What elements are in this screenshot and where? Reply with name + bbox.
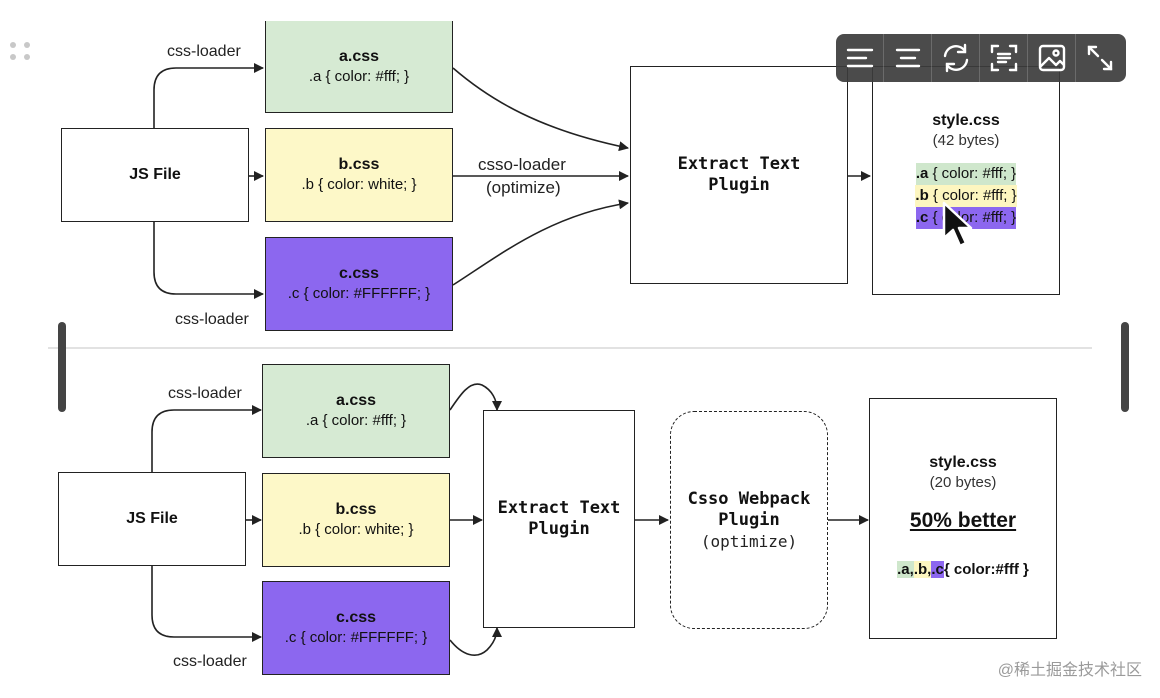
mouse-cursor-icon — [942, 201, 973, 248]
align-center-icon[interactable] — [884, 34, 932, 82]
top-css-loader-label-2: css-loader — [175, 311, 249, 328]
top-output-rest-a: { color: #fff; } — [928, 165, 1017, 182]
bottom-js-file-label: JS File — [126, 510, 178, 527]
top-output-size: (42 bytes) — [932, 132, 1000, 149]
bottom-csso-line3: (optimize) — [700, 531, 798, 551]
bottom-output-sel-a: .a, — [897, 561, 914, 578]
bottom-extract-line1: Extract Text — [497, 498, 621, 518]
right-resize-handle[interactable] — [1121, 322, 1129, 412]
top-b-css-box: b.css .b { color: white; } — [265, 128, 453, 222]
top-csso-optimize-label: (optimize) — [486, 178, 561, 197]
bottom-output-size: (20 bytes) — [929, 474, 997, 491]
top-c-css-title: c.css — [338, 265, 380, 282]
bottom-c-css-title: c.css — [335, 609, 377, 626]
top-js-file-box: JS File — [61, 128, 249, 222]
top-b-css-rule: .b { color: white; } — [301, 176, 417, 193]
top-extract-line2: Plugin — [708, 175, 770, 195]
top-output-sel-c: .c — [915, 209, 929, 226]
watermark: @稀土掘金技术社区 — [997, 662, 1142, 679]
top-a-css-box: a.css .a { color: #fff; } — [265, 21, 453, 113]
bottom-b-css-rule: .b { color: white; } — [298, 521, 414, 538]
bottom-style-css-output-box: style.css (20 bytes) 50% better .a,.b,.c… — [869, 398, 1057, 639]
bottom-c-css-box: c.css .c { color: #FFFFFF; } — [262, 581, 450, 675]
top-a-css-title: a.css — [338, 47, 380, 65]
drag-handle-icon[interactable] — [8, 40, 34, 64]
bottom-output-sel-c: .c — [931, 561, 944, 578]
bottom-css-loader-label-1: css-loader — [168, 385, 242, 402]
bottom-csso-line2: Plugin — [718, 509, 780, 530]
top-a-css-rule: .a { color: #fff; } — [308, 67, 410, 85]
top-extract-text-plugin-box: Extract Text Plugin — [630, 66, 848, 284]
top-css-loader-label-1: css-loader — [167, 43, 241, 60]
top-c-css-rule: .c { color: #FFFFFF; } — [287, 285, 431, 302]
bottom-csso-webpack-plugin-box: Csso Webpack Plugin (optimize) — [670, 411, 828, 629]
fullscreen-icon[interactable] — [1076, 34, 1124, 82]
bottom-c-css-rule: .c { color: #FFFFFF; } — [284, 629, 428, 646]
top-extract-line1: Extract Text — [677, 154, 801, 174]
bottom-a-css-box: a.css .a { color: #fff; } — [262, 364, 450, 458]
bottom-css-loader-label-2: css-loader — [173, 653, 247, 670]
bottom-b-css-title: b.css — [335, 501, 377, 518]
top-output-title: style.css — [932, 112, 1000, 129]
bottom-b-css-box: b.css .b { color: white; } — [262, 473, 450, 567]
align-left-icon[interactable] — [836, 34, 884, 82]
bottom-output-rule-rest: { color:#fff } — [943, 561, 1029, 578]
image-toolbar — [836, 34, 1126, 82]
top-output-sel-b: .b — [915, 187, 929, 204]
bottom-output-title: style.css — [929, 454, 997, 471]
bottom-js-file-box: JS File — [58, 472, 246, 566]
bottom-csso-line1: Csso Webpack — [687, 488, 811, 509]
top-output-rest-b: { color: #fff; } — [928, 187, 1017, 204]
bottom-extract-line2: Plugin — [528, 519, 590, 539]
rotate-icon[interactable] — [932, 34, 980, 82]
bottom-a-css-title: a.css — [335, 392, 377, 409]
top-js-file-label: JS File — [129, 166, 181, 183]
bottom-extract-text-plugin-box: Extract Text Plugin — [483, 410, 635, 628]
top-output-sel-a: .a — [915, 165, 929, 182]
top-b-css-title: b.css — [338, 156, 380, 173]
top-output-line-b: .b { color: #fff; } — [915, 185, 1017, 207]
bottom-a-css-rule: .a { color: #fff; } — [305, 412, 407, 429]
bottom-output-rule: .a,.b,.c{ color:#fff } — [897, 559, 1029, 581]
top-output-line-a: .a { color: #fff; } — [915, 163, 1017, 185]
top-csso-loader-label: csso-loader — [478, 155, 566, 174]
top-style-css-output-box: style.css (42 bytes) .a { color: #fff; }… — [872, 66, 1060, 295]
scan-text-icon[interactable] — [980, 34, 1028, 82]
top-c-css-box: c.css .c { color: #FFFFFF; } — [265, 237, 453, 331]
bottom-output-sel-b: .b, — [913, 561, 932, 578]
left-resize-handle[interactable] — [58, 322, 66, 412]
bottom-output-better: 50% better — [909, 509, 1017, 532]
image-icon[interactable] — [1028, 34, 1076, 82]
